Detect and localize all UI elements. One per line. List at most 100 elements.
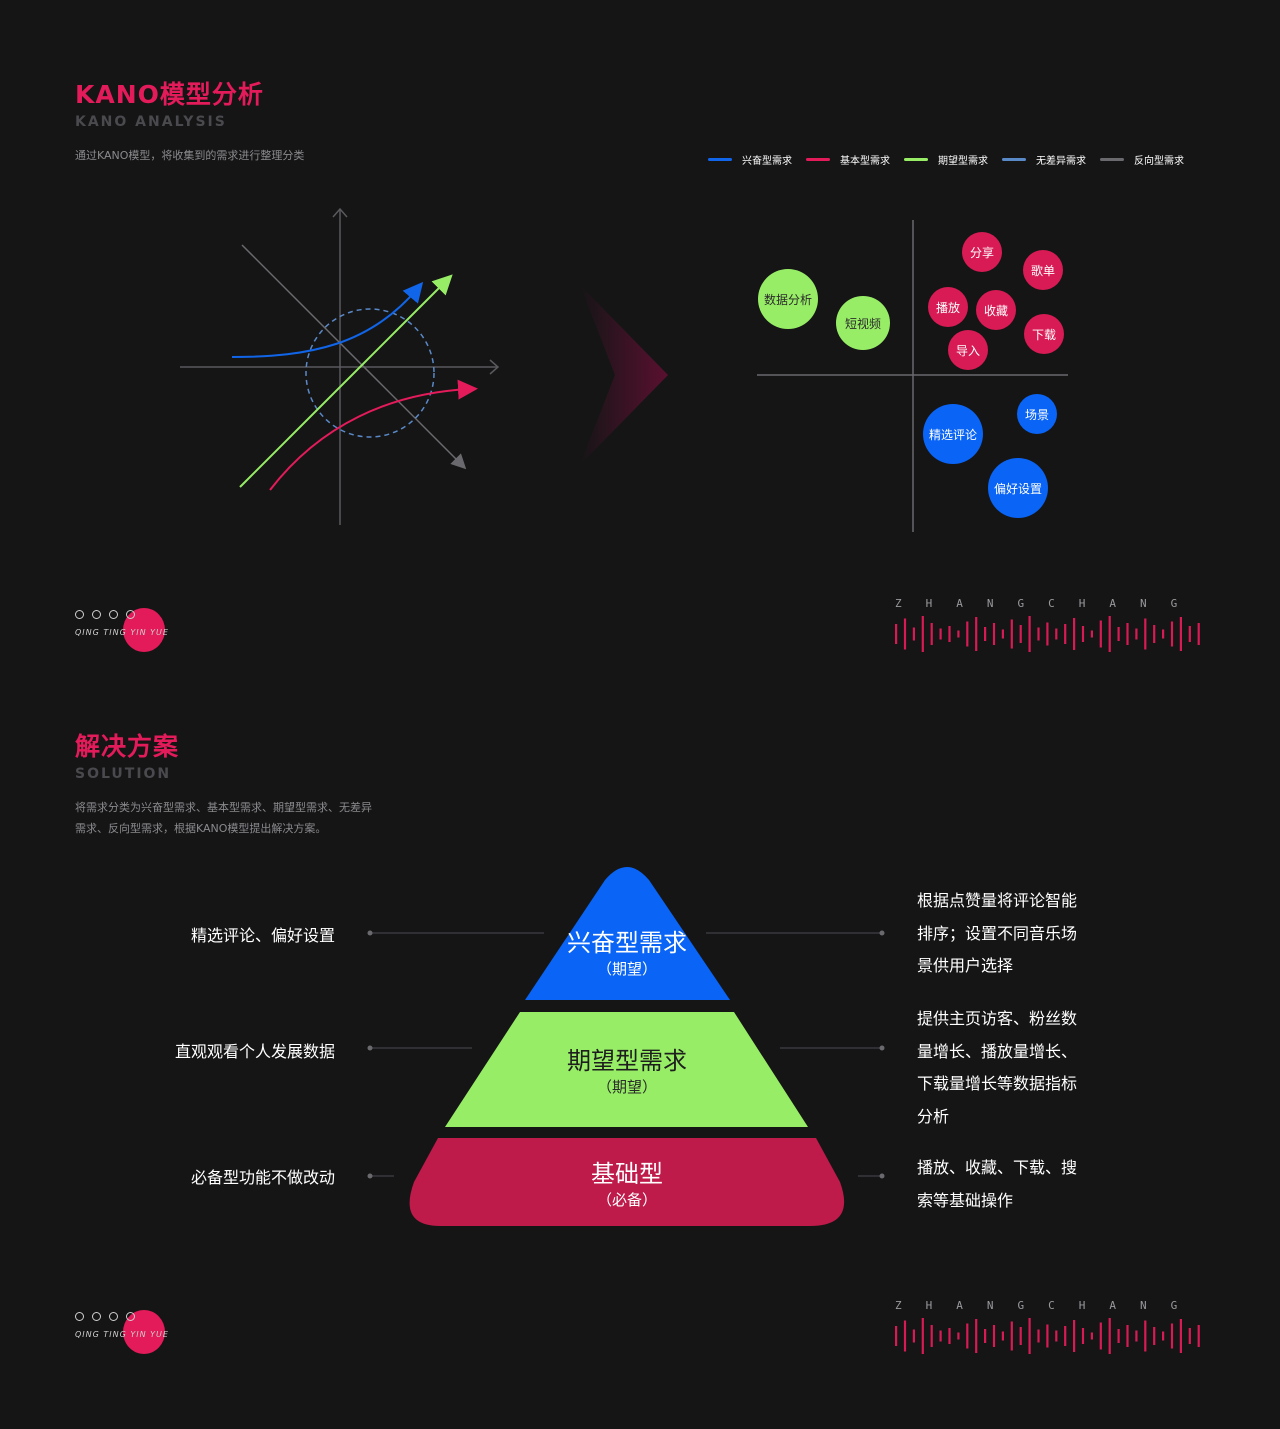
waveform-bar	[1179, 1319, 1182, 1353]
tier-title-basic: 基础型	[591, 1160, 663, 1188]
footer-dot	[75, 610, 84, 619]
tier-sub-excitement: （期望）	[596, 960, 657, 978]
bubble-share: 分享	[962, 232, 1002, 272]
section1-title: KANO模型分析	[75, 80, 264, 109]
pyramid-tier-basic	[409, 1138, 845, 1226]
footer-dot	[92, 1312, 101, 1321]
waveform-bar	[948, 1328, 951, 1344]
waveform-bar	[1001, 1331, 1004, 1341]
waveform-bar	[930, 1325, 933, 1347]
waveform-bar	[930, 623, 933, 645]
left-label-expected: 直观观看个人发展数据	[174, 1042, 335, 1061]
tier-title-expected: 期望型需求	[567, 1047, 687, 1075]
waveform-bar	[1081, 1328, 1085, 1344]
section1-subtitle: KANO ANALYSIS	[75, 114, 227, 130]
bubble-preferences: 偏好设置	[988, 458, 1048, 518]
bubble-download: 下载	[1024, 314, 1064, 354]
waveform-bar	[1170, 621, 1174, 647]
waveform-bar	[1046, 622, 1049, 646]
waveform-bar	[1108, 1318, 1111, 1354]
section2-description-line1: 将需求分类为兴奋型需求、基本型需求、期望型需求、无差异	[75, 801, 372, 814]
footer-dot	[109, 1312, 118, 1321]
right-note-expected: 提供主页访客、粉丝数 量增长、播放量增长、 下载量增长等数据指标 分析	[917, 1003, 1097, 1133]
section2-subtitle: SOLUTION	[75, 766, 172, 782]
pyramid-tier-excitement	[525, 867, 730, 1000]
right-note-line: 播放、收藏、下载、搜	[917, 1158, 1078, 1177]
section2-title: 解决方案	[75, 732, 180, 761]
pyramid	[409, 867, 845, 1226]
waveform-bar	[1019, 1327, 1022, 1345]
waveform-bar	[1010, 619, 1013, 649]
waveform-icon	[895, 616, 1200, 652]
waveform-bar	[1019, 625, 1022, 643]
excitement-curve	[231, 281, 424, 358]
waveform-bar	[1197, 1325, 1200, 1347]
waveform-bar	[957, 630, 960, 638]
footer-dot	[75, 1312, 84, 1321]
bubble-import: 导入	[948, 330, 988, 370]
waveform-bar	[939, 628, 942, 640]
right-note-basic: 播放、收藏、下载、搜 索等基础操作	[917, 1152, 1097, 1217]
footer-logo-2: QING TING YIN YUE	[75, 1308, 205, 1358]
legend-label: 基本型需求	[840, 156, 890, 167]
footer-subtitle: QING TING YIN YUE	[75, 1330, 169, 1339]
waveform-bar	[1188, 626, 1191, 642]
waveform-bar	[1037, 1329, 1040, 1343]
section2-description-line2: 需求、反向型需求，根据KANO模型提出解决方案。	[75, 822, 327, 835]
bubble-favorite: 收藏	[976, 290, 1016, 330]
reverse-line	[241, 244, 467, 470]
waveform-bar	[957, 1332, 960, 1340]
bubble-curated-comments: 精选评论	[923, 404, 983, 464]
waveform-bar	[1126, 623, 1129, 645]
waveform-bar	[992, 1325, 996, 1347]
legend-item-basic: 基本型需求	[806, 152, 890, 167]
waveform-bar	[1064, 1326, 1067, 1346]
waveform-bar	[1188, 1328, 1191, 1344]
waveform-bar	[1153, 1327, 1156, 1345]
waveform-bar	[1170, 1323, 1174, 1349]
waveform-bar	[903, 618, 907, 650]
chevron-right-icon	[580, 285, 668, 465]
waveform-bar	[975, 617, 978, 651]
waveform-bar	[1081, 626, 1085, 642]
footer-dot	[92, 610, 101, 619]
footer-dot	[126, 610, 135, 619]
waveform-bar	[1055, 1330, 1058, 1342]
legend-label: 无差异需求	[1036, 156, 1086, 167]
footer-dot	[126, 1312, 135, 1321]
waveform-bar	[1073, 1320, 1076, 1352]
footer-logo: QING TING YIN YUE	[75, 606, 205, 656]
footer-dots	[75, 1312, 135, 1321]
waveform-bar	[1037, 627, 1040, 641]
legend-label: 兴奋型需求	[742, 156, 792, 167]
basic-curve	[269, 379, 478, 491]
legend-swatch	[806, 158, 830, 161]
legend-item-indifferent: 无差异需求	[1002, 152, 1086, 167]
waveform-bar	[966, 1323, 969, 1349]
right-note-line: 分析	[917, 1106, 950, 1126]
waveform-bar	[921, 616, 924, 652]
legend-item-reverse: 反向型需求	[1100, 152, 1184, 167]
tier-title-excitement: 兴奋型需求	[567, 929, 687, 957]
waveform-bar	[1117, 627, 1120, 641]
legend-item-excitement: 兴奋型需求	[708, 152, 792, 167]
right-note-line: 根据点赞量将评论智能	[917, 891, 1078, 910]
section1-description: 通过KANO模型，将收集到的需求进行整理分类	[75, 149, 305, 162]
indifferent-circle	[305, 308, 435, 438]
legend-item-expected: 期望型需求	[904, 152, 988, 167]
waveform-bar	[1197, 623, 1200, 645]
waveform-bar	[895, 624, 898, 644]
waveform-bar	[1028, 1318, 1031, 1354]
waveform-bar	[1090, 1332, 1093, 1340]
right-note-excitement: 根据点赞量将评论智能 排序；设置不同音乐场 景供用户选择	[917, 885, 1097, 983]
waveform-bar	[1108, 616, 1111, 652]
waveform-bar	[1073, 618, 1076, 650]
brand-text-2: ZHANGCHANG	[895, 1299, 1202, 1312]
section2-description: 将需求分类为兴奋型需求、基本型需求、期望型需求、无差异 需求、反向型需求，根据K…	[75, 797, 372, 839]
waveform-bar	[1064, 624, 1067, 644]
right-note-line: 排序；设置不同音乐场	[917, 923, 1078, 943]
legend-label: 反向型需求	[1134, 156, 1184, 167]
legend-swatch	[1100, 158, 1124, 161]
legend-swatch	[1002, 158, 1026, 161]
waveform-bar	[1135, 1330, 1138, 1342]
